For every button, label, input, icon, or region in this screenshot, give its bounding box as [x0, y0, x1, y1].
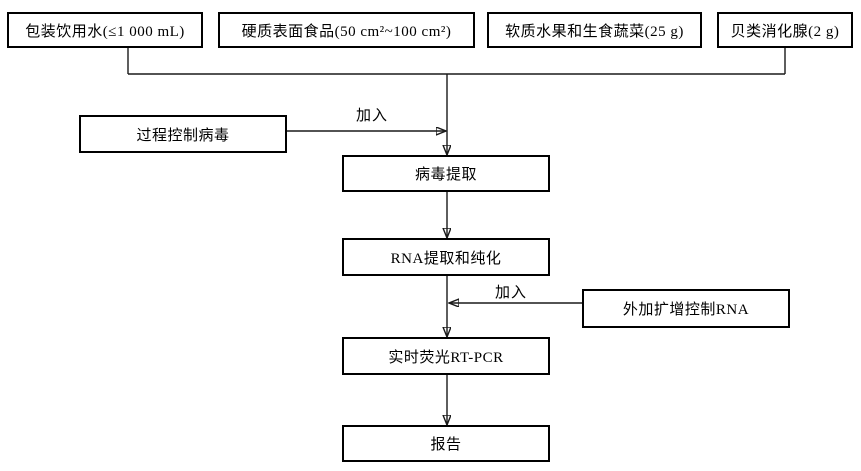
- node-process-control-virus: 过程控制病毒: [79, 115, 287, 153]
- node-hard-surface-food: 硬质表面食品(50 cm²~100 cm²): [218, 12, 475, 48]
- node-external-amplification-control-rna: 外加扩增控制RNA: [582, 289, 790, 328]
- node-shellfish-digestive-gland: 贝类消化腺(2 g): [717, 12, 853, 48]
- node-bottled-water: 包装饮用水(≤1 000 mL): [7, 12, 203, 48]
- node-report: 报告: [342, 425, 550, 462]
- node-virus-extraction: 病毒提取: [342, 155, 550, 192]
- edge-label-add-process-control: 加入: [355, 108, 388, 124]
- node-realtime-rt-pcr: 实时荧光RT-PCR: [342, 337, 550, 375]
- edge-label-add-amp-control: 加入: [494, 285, 527, 301]
- node-rna-extraction-purification: RNA提取和纯化: [342, 238, 550, 276]
- node-soft-fruit-vegetables: 软质水果和生食蔬菜(25 g): [487, 12, 702, 48]
